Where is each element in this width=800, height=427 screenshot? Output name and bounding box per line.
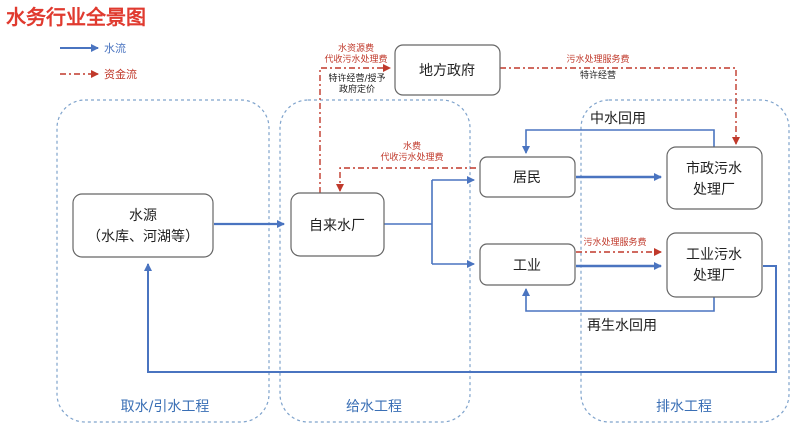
label-franchise-left-2: 政府定价 xyxy=(339,83,375,95)
label-fee-top-2: 代收污水处理费 xyxy=(324,53,387,65)
flow-reclaimed-mid xyxy=(522,129,715,154)
label-industry-service-fee: 污水处理服务费 xyxy=(583,236,646,248)
node-waterworks-label: 自来水厂 xyxy=(309,218,365,234)
label-resident-fee-1: 水费 xyxy=(403,140,421,152)
node-municipal-line2: 处理厂 xyxy=(693,182,735,198)
node-industrial-line2: 处理厂 xyxy=(693,268,735,284)
legend-fund-label: 资金流 xyxy=(104,67,137,81)
group-drainage xyxy=(580,99,790,423)
label-reclaimed-recycled: 再生水回用 xyxy=(587,318,657,334)
flow-reclaimed-recycled xyxy=(522,288,715,312)
node-water-source xyxy=(72,193,214,258)
node-municipal-line1: 市政污水 xyxy=(686,160,742,177)
group-supply-label: 给水工程 xyxy=(346,399,402,415)
node-industrial-line1: 工业污水 xyxy=(686,247,742,263)
node-waterworks xyxy=(290,192,385,257)
node-residents xyxy=(479,156,576,198)
group-drainage-label: 排水工程 xyxy=(656,399,712,415)
group-supply xyxy=(279,99,471,423)
node-municipal-plant xyxy=(666,146,763,210)
fund-waterworks-to-government xyxy=(319,64,391,193)
label-fee-top-1: 水资源费 xyxy=(338,42,374,54)
label-gov-franchise: 特许经营 xyxy=(580,69,616,81)
flow-return-to-source xyxy=(144,263,777,373)
label-gov-service-fee: 污水处理服务费 xyxy=(566,53,629,65)
node-government-label: 地方政府 xyxy=(419,63,475,79)
node-water-source-line1: 水源 xyxy=(129,208,157,224)
label-resident-fee-2: 代收污水处理费 xyxy=(380,151,443,163)
label-reclaimed-mid: 中水回用 xyxy=(590,111,646,127)
node-water-source-line2: （水库、河湖等） xyxy=(87,228,199,245)
group-intake xyxy=(56,99,270,423)
node-industrial-plant xyxy=(666,232,763,298)
label-franchise-left-1: 特许经营/授予 xyxy=(328,72,385,84)
node-government xyxy=(394,44,501,96)
node-residents-label: 居民 xyxy=(513,170,541,186)
node-industry xyxy=(479,243,576,286)
fund-residents-to-waterworks xyxy=(336,167,476,192)
legend-water-label: 水流 xyxy=(104,41,126,55)
legend: 水流 资金流 xyxy=(60,41,137,81)
fund-government-to-municipal xyxy=(500,67,740,145)
page-title: 水务行业全景图 xyxy=(6,5,146,29)
node-industry-label: 工业 xyxy=(513,258,541,274)
group-intake-label: 取水/引水工程 xyxy=(121,399,210,415)
